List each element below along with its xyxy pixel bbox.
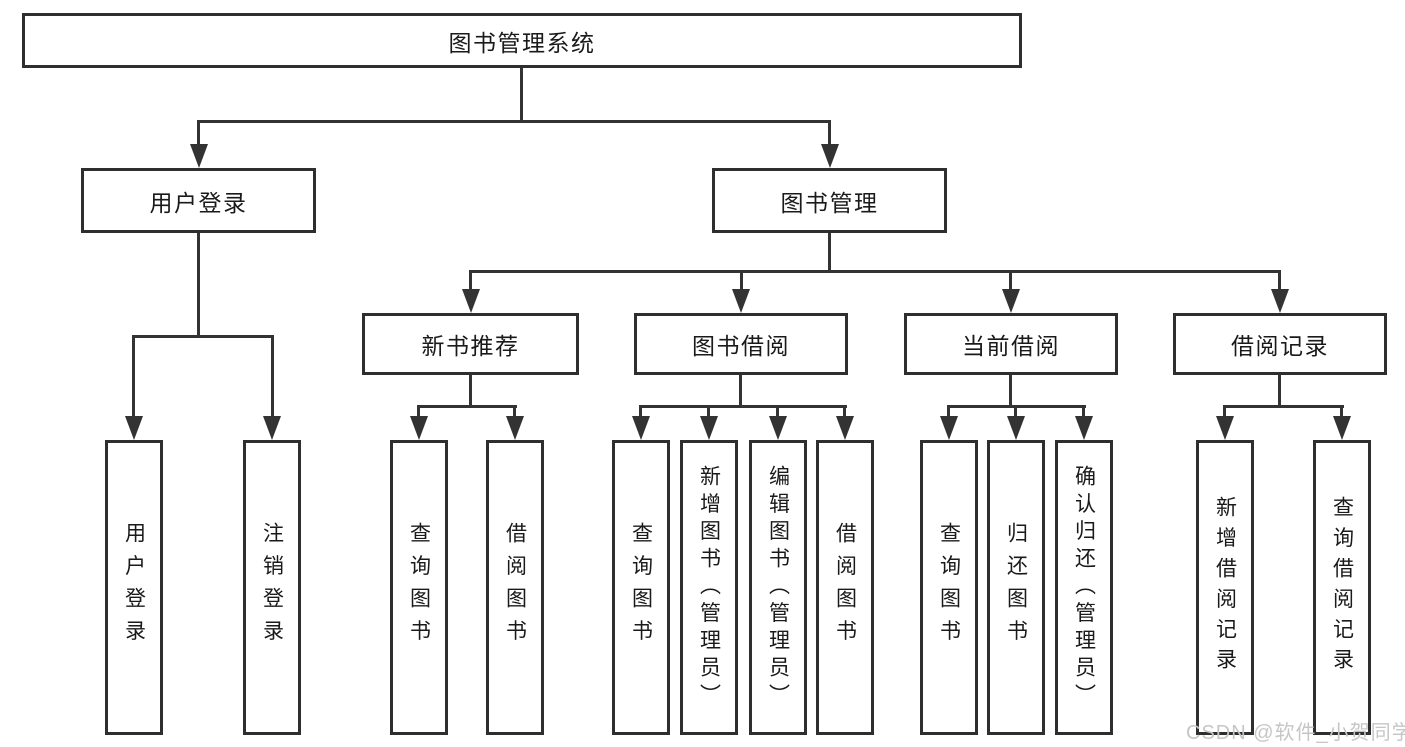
connector-borrow-records-drop (1278, 270, 1281, 291)
leaf-user-login: 用户登录 (105, 440, 163, 735)
connector-new-book-rec-bar (417, 405, 517, 408)
connector-leaf-borrow-book-1-drop (513, 405, 516, 420)
connector-leaf-logout-drop (271, 335, 274, 420)
leaf-query-book-1-label: 查询图书 (407, 522, 431, 653)
leaf-confirm-return-label: 确认归还（管理员） (1072, 464, 1096, 711)
connector-book-mgmt-drop (828, 120, 831, 146)
leaf-borrow-book-1-label: 借阅图书 (503, 522, 527, 653)
connector-leaf-query-record-drop (1340, 405, 1343, 420)
connector-current-borrow-drop (1009, 270, 1012, 291)
arrowhead-book-borrow-icon (732, 289, 750, 313)
arrowhead-leaf-query-book-1-icon (410, 416, 428, 440)
leaf-confirm-return: 确认归还（管理员） (1055, 440, 1113, 735)
node-user-login-label: 用户登录 (149, 189, 248, 216)
node-user-login: 用户登录 (81, 168, 316, 233)
arrowhead-leaf-add-record-icon (1216, 416, 1234, 440)
csdn-watermark: CSDN @软件_小贺同学 (1186, 722, 1405, 744)
connector-book-borrow-drop (740, 270, 743, 291)
connector-new-book-rec-drop (469, 270, 472, 291)
connector-leaf-confirm-return-drop (1082, 405, 1085, 420)
arrowhead-leaf-query-book-3-icon (940, 416, 958, 440)
connector-leaf-add-record-drop (1223, 405, 1226, 420)
leaf-borrow-book-2-label: 借阅图书 (833, 522, 857, 653)
leaf-add-record: 新增借阅记录 (1196, 440, 1254, 735)
leaf-query-book-3: 查询图书 (920, 440, 978, 735)
connector-current-borrow-stem (1009, 375, 1012, 407)
arrowhead-leaf-borrow-book-1-icon (506, 416, 524, 440)
connector-root-stem (520, 68, 523, 122)
node-current-borrow-label: 当前借阅 (962, 333, 1060, 359)
leaf-query-record-label: 查询借阅记录 (1330, 496, 1354, 679)
connector-leaf-borrow-book-2-drop (843, 405, 846, 420)
leaf-query-book-2-label: 查询图书 (629, 522, 653, 653)
connector-leaf-query-book-3-drop (947, 405, 950, 420)
node-book-borrow: 图书借阅 (634, 313, 848, 375)
arrowhead-leaf-user-login-icon (125, 416, 143, 440)
node-root-label: 图书管理系统 (448, 29, 596, 56)
connector-book-borrow-stem (739, 375, 742, 407)
arrowhead-leaf-query-book-2-icon (632, 416, 650, 440)
node-borrow-records-label: 借阅记录 (1231, 333, 1329, 359)
arrowhead-current-borrow-icon (1002, 289, 1020, 313)
arrowhead-leaf-logout-icon (263, 416, 281, 440)
leaf-query-book-1: 查询图书 (390, 440, 448, 735)
arrowhead-book-mgmt-icon (821, 144, 839, 168)
leaf-logout-label: 注销登录 (260, 522, 284, 653)
node-book-mgmt-label: 图书管理 (780, 189, 879, 216)
arrowhead-leaf-borrow-book-2-icon (836, 416, 854, 440)
connector-leaf-query-book-2-drop (639, 405, 642, 420)
leaf-query-record: 查询借阅记录 (1313, 440, 1371, 735)
connector-user-login-stem (197, 233, 200, 337)
leaf-edit-book: 编辑图书（管理员） (749, 440, 807, 735)
node-root: 图书管理系统 (22, 13, 1022, 68)
leaf-return-book: 归还图书 (987, 440, 1045, 735)
arrowhead-leaf-confirm-return-icon (1075, 416, 1093, 440)
connector-new-book-rec-stem (469, 375, 472, 407)
node-book-mgmt: 图书管理 (712, 168, 947, 233)
connector-user-login-drop (197, 120, 200, 146)
arrowhead-leaf-add-book-icon (700, 416, 718, 440)
leaf-user-login-label: 用户登录 (122, 522, 146, 653)
leaf-add-record-label: 新增借阅记录 (1213, 496, 1237, 679)
connector-leaf-return-book-drop (1014, 405, 1017, 420)
connector-leaf-user-login-drop (132, 335, 135, 420)
leaf-edit-book-label: 编辑图书（管理员） (766, 464, 790, 711)
leaf-add-book: 新增图书（管理员） (680, 440, 738, 735)
arrowhead-user-login-icon (190, 144, 208, 168)
connector-user-login-bar (132, 335, 274, 338)
leaf-borrow-book-1: 借阅图书 (486, 440, 544, 735)
connector-borrow-records-bar (1223, 405, 1344, 408)
connector-book-mgmt-stem (828, 233, 831, 272)
connector-level1-bar (197, 120, 831, 123)
leaf-return-book-label: 归还图书 (1004, 522, 1028, 653)
leaf-query-book-2: 查询图书 (612, 440, 670, 735)
node-current-borrow: 当前借阅 (904, 313, 1118, 375)
node-book-borrow-label: 图书借阅 (692, 333, 790, 359)
connector-book-borrow-bar (639, 405, 847, 408)
arrowhead-borrow-records-icon (1271, 289, 1289, 313)
node-new-book-rec-label: 新书推荐 (421, 333, 520, 359)
node-new-book-rec: 新书推荐 (362, 313, 579, 375)
arrowhead-leaf-return-book-icon (1007, 416, 1025, 440)
leaf-add-book-label: 新增图书（管理员） (697, 464, 721, 711)
arrowhead-leaf-query-record-icon (1333, 416, 1351, 440)
leaf-logout: 注销登录 (243, 440, 301, 735)
connector-level3-bar (469, 270, 1281, 273)
connector-borrow-records-stem (1278, 375, 1281, 407)
arrowhead-leaf-edit-book-icon (769, 416, 787, 440)
arrowhead-new-book-rec-icon (462, 289, 480, 313)
node-borrow-records: 借阅记录 (1173, 313, 1387, 375)
connector-leaf-add-book-drop (707, 405, 710, 420)
leaf-query-book-3-label: 查询图书 (937, 522, 961, 653)
connector-leaf-query-book-1-drop (417, 405, 420, 420)
leaf-borrow-book-2: 借阅图书 (816, 440, 874, 735)
connector-leaf-edit-book-drop (776, 405, 779, 420)
